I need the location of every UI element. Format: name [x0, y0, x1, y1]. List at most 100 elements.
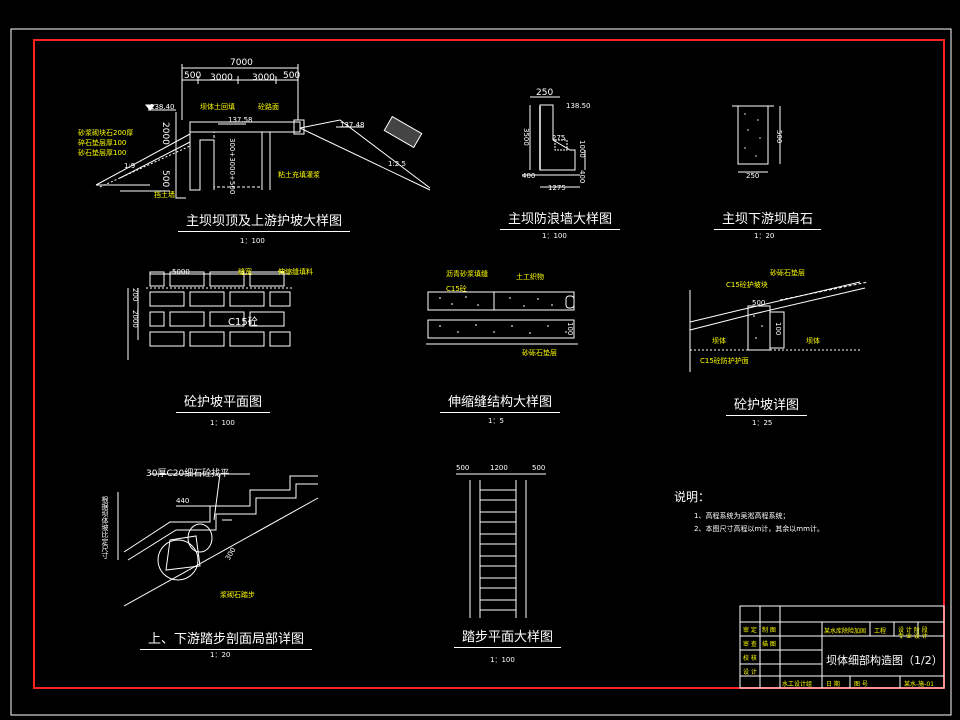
- view-scale-step-plan: 1：100: [490, 656, 515, 664]
- view-title-crest: 主坝坝顶及上游护坡大样图: [178, 210, 351, 232]
- shoulder-stone-view: [732, 105, 781, 173]
- shoulder-dim-width: 250: [746, 172, 760, 180]
- plan-dim-5000: 5000: [172, 268, 190, 276]
- stepplan-dim-mid: 1200: [490, 464, 508, 472]
- tb-row-label: 审 查: [743, 641, 757, 648]
- crest-slope-2: 1:2.5: [388, 160, 406, 168]
- crest-dim-b: 3000: [210, 73, 233, 83]
- view-scale-crest: 1：100: [240, 237, 265, 245]
- joint-label-gravel: 砂砾石垫层: [522, 349, 557, 357]
- tb-row-label: 校 核: [743, 655, 757, 662]
- crest-label-masonry: 砂浆砌块石200厚: [78, 129, 134, 137]
- crest-dim-c: 3000: [252, 73, 275, 83]
- tb-foot-no: 图 号: [854, 681, 868, 688]
- crest-vert-mid: 300+3000+500: [228, 138, 236, 195]
- crest-label-fill: 坝体土回填: [200, 103, 235, 111]
- crest-section-view: [95, 64, 431, 199]
- view-title-slope-detail: 砼护坡详图: [726, 394, 808, 416]
- view-title-step-plan: 踏步平面大样图: [454, 626, 562, 648]
- detail-label-body2: 坝体: [806, 337, 820, 345]
- view-scale-wave-wall: 1：100: [542, 232, 567, 240]
- steps-label-masonry: 浆砌石踏步: [220, 591, 255, 599]
- project-stage: 工程: [874, 628, 887, 635]
- crest-label-road: 砼路面: [258, 103, 279, 111]
- wave-dim-275: 275: [552, 134, 566, 142]
- view-scale-slope-plan: 1：100: [210, 419, 235, 427]
- wave-elevation: 138.50: [566, 102, 591, 110]
- crest-label-grout: 粘土充填灌浆: [278, 171, 320, 179]
- crest-vert-dim-1: 2000: [160, 122, 170, 145]
- tb-header-1: 设 计 阶 段: [898, 627, 928, 634]
- stepplan-dim-left: 500: [456, 464, 470, 472]
- joint-label-geotextile: 土工织物: [516, 273, 544, 281]
- slope-detail-view: [689, 281, 869, 372]
- project-name: 某水库除险加固: [824, 628, 867, 635]
- crest-elevation-2: 137.58: [228, 116, 253, 124]
- steps-section-view: [117, 473, 319, 607]
- steps-label-topping: 30厚C20细石砼找平: [146, 469, 230, 479]
- shoulder-dim-height: 500: [775, 130, 783, 144]
- tb-foot-group: 水工设计组: [782, 681, 813, 688]
- view-title-wave-wall: 主坝防浪墙大样图: [500, 208, 621, 230]
- plan-label-filler: 伸缩缝填料: [278, 268, 313, 276]
- drawing-title: 坝体细部构造图（1/2）: [826, 654, 943, 667]
- detail-dim-500: 500: [752, 299, 766, 307]
- step-plan-view: [456, 473, 546, 618]
- tb-foot-no-value: 某水-施-01: [904, 681, 934, 688]
- view-title-shoulder: 主坝下游坝肩石: [714, 208, 822, 230]
- crest-dim-d: 500: [283, 71, 301, 81]
- crest-label-gravel1: 碎石垫层厚100: [78, 139, 127, 147]
- detail-label-cover: C15砼防护护面: [700, 357, 749, 365]
- tb-foot-date: 日 期: [826, 681, 840, 688]
- outer-sheet-border: [10, 28, 952, 716]
- steps-side-note: 根据坝体坡比定尺寸: [101, 496, 109, 559]
- wave-dim-height: 3500: [522, 128, 530, 146]
- drawing-notes: 说明： 1、高程系统为吴淞高程系统； 2、本图尺寸高程以m计，其余以mm计。: [674, 488, 824, 534]
- plan-label-gap: 缝宽: [238, 268, 252, 276]
- view-title-slope-plan: 砼护坡平面图: [176, 391, 271, 413]
- view-scale-slope-detail: 1：25: [752, 419, 773, 427]
- wave-wall-view: [522, 96, 586, 188]
- crest-slope-1: 1:9: [124, 162, 136, 170]
- crest-dim-total: 7000: [230, 58, 253, 68]
- tb-row-label: 审 定: [743, 627, 757, 634]
- joint-label-c15: C15砼: [446, 285, 467, 293]
- view-scale-steps: 1：20: [210, 651, 231, 659]
- joint-label-asphalt: 沥青砂浆填缝: [446, 270, 488, 278]
- view-scale-joint: 1：5: [488, 417, 504, 425]
- tb-row-label: 设 计: [743, 669, 757, 676]
- plan-dim-200: 200: [131, 288, 139, 302]
- tb-row-label: 制 图: [762, 627, 776, 634]
- view-scale-shoulder: 1：20: [754, 232, 775, 240]
- note-item: 2、本图尺寸高程以m计，其余以mm计。: [694, 525, 824, 533]
- wave-dim-top: 250: [536, 88, 554, 98]
- expansion-joint-view: [426, 291, 578, 345]
- wave-dim-1000: 1000: [578, 140, 586, 158]
- plan-dim-2000: 2000: [131, 310, 139, 328]
- detail-dim-100: 100: [774, 322, 782, 336]
- tb-row-label: 描 图: [762, 641, 776, 648]
- joint-dim: 100: [566, 322, 574, 336]
- stepplan-dim-right: 500: [532, 464, 546, 472]
- crest-label-gravel2: 砂石垫层厚100: [78, 149, 127, 157]
- wave-dim-1275: 1275: [548, 184, 566, 192]
- notes-heading: 说明：: [674, 490, 711, 504]
- note-item: 1、高程系统为吴淞高程系统；: [694, 512, 790, 520]
- title-block: [739, 605, 945, 689]
- detail-label-block: C15砼护坡块: [726, 281, 768, 289]
- crest-label-retaining: 挡土墙: [154, 191, 175, 199]
- wave-dim-400b: 400: [578, 170, 586, 184]
- slope-plan-view: [127, 271, 294, 360]
- crest-elevation-1: 138.40: [150, 103, 175, 111]
- view-title-joint: 伸缩缝结构大样图: [440, 391, 561, 413]
- crest-elevation-3: 137.48: [340, 121, 365, 129]
- steps-dim-440: 440: [176, 497, 190, 505]
- tb-header-2: 专 业 设 计: [898, 633, 928, 640]
- inner-frame-border: [33, 39, 945, 689]
- crest-vert-dim-2: 500: [160, 170, 170, 188]
- detail-label-gravel: 砂砾石垫层: [770, 269, 805, 277]
- plan-concrete-mark: C15砼: [228, 317, 258, 328]
- detail-label-body1: 坝体: [712, 337, 726, 345]
- wave-dim-400: 400: [522, 172, 536, 180]
